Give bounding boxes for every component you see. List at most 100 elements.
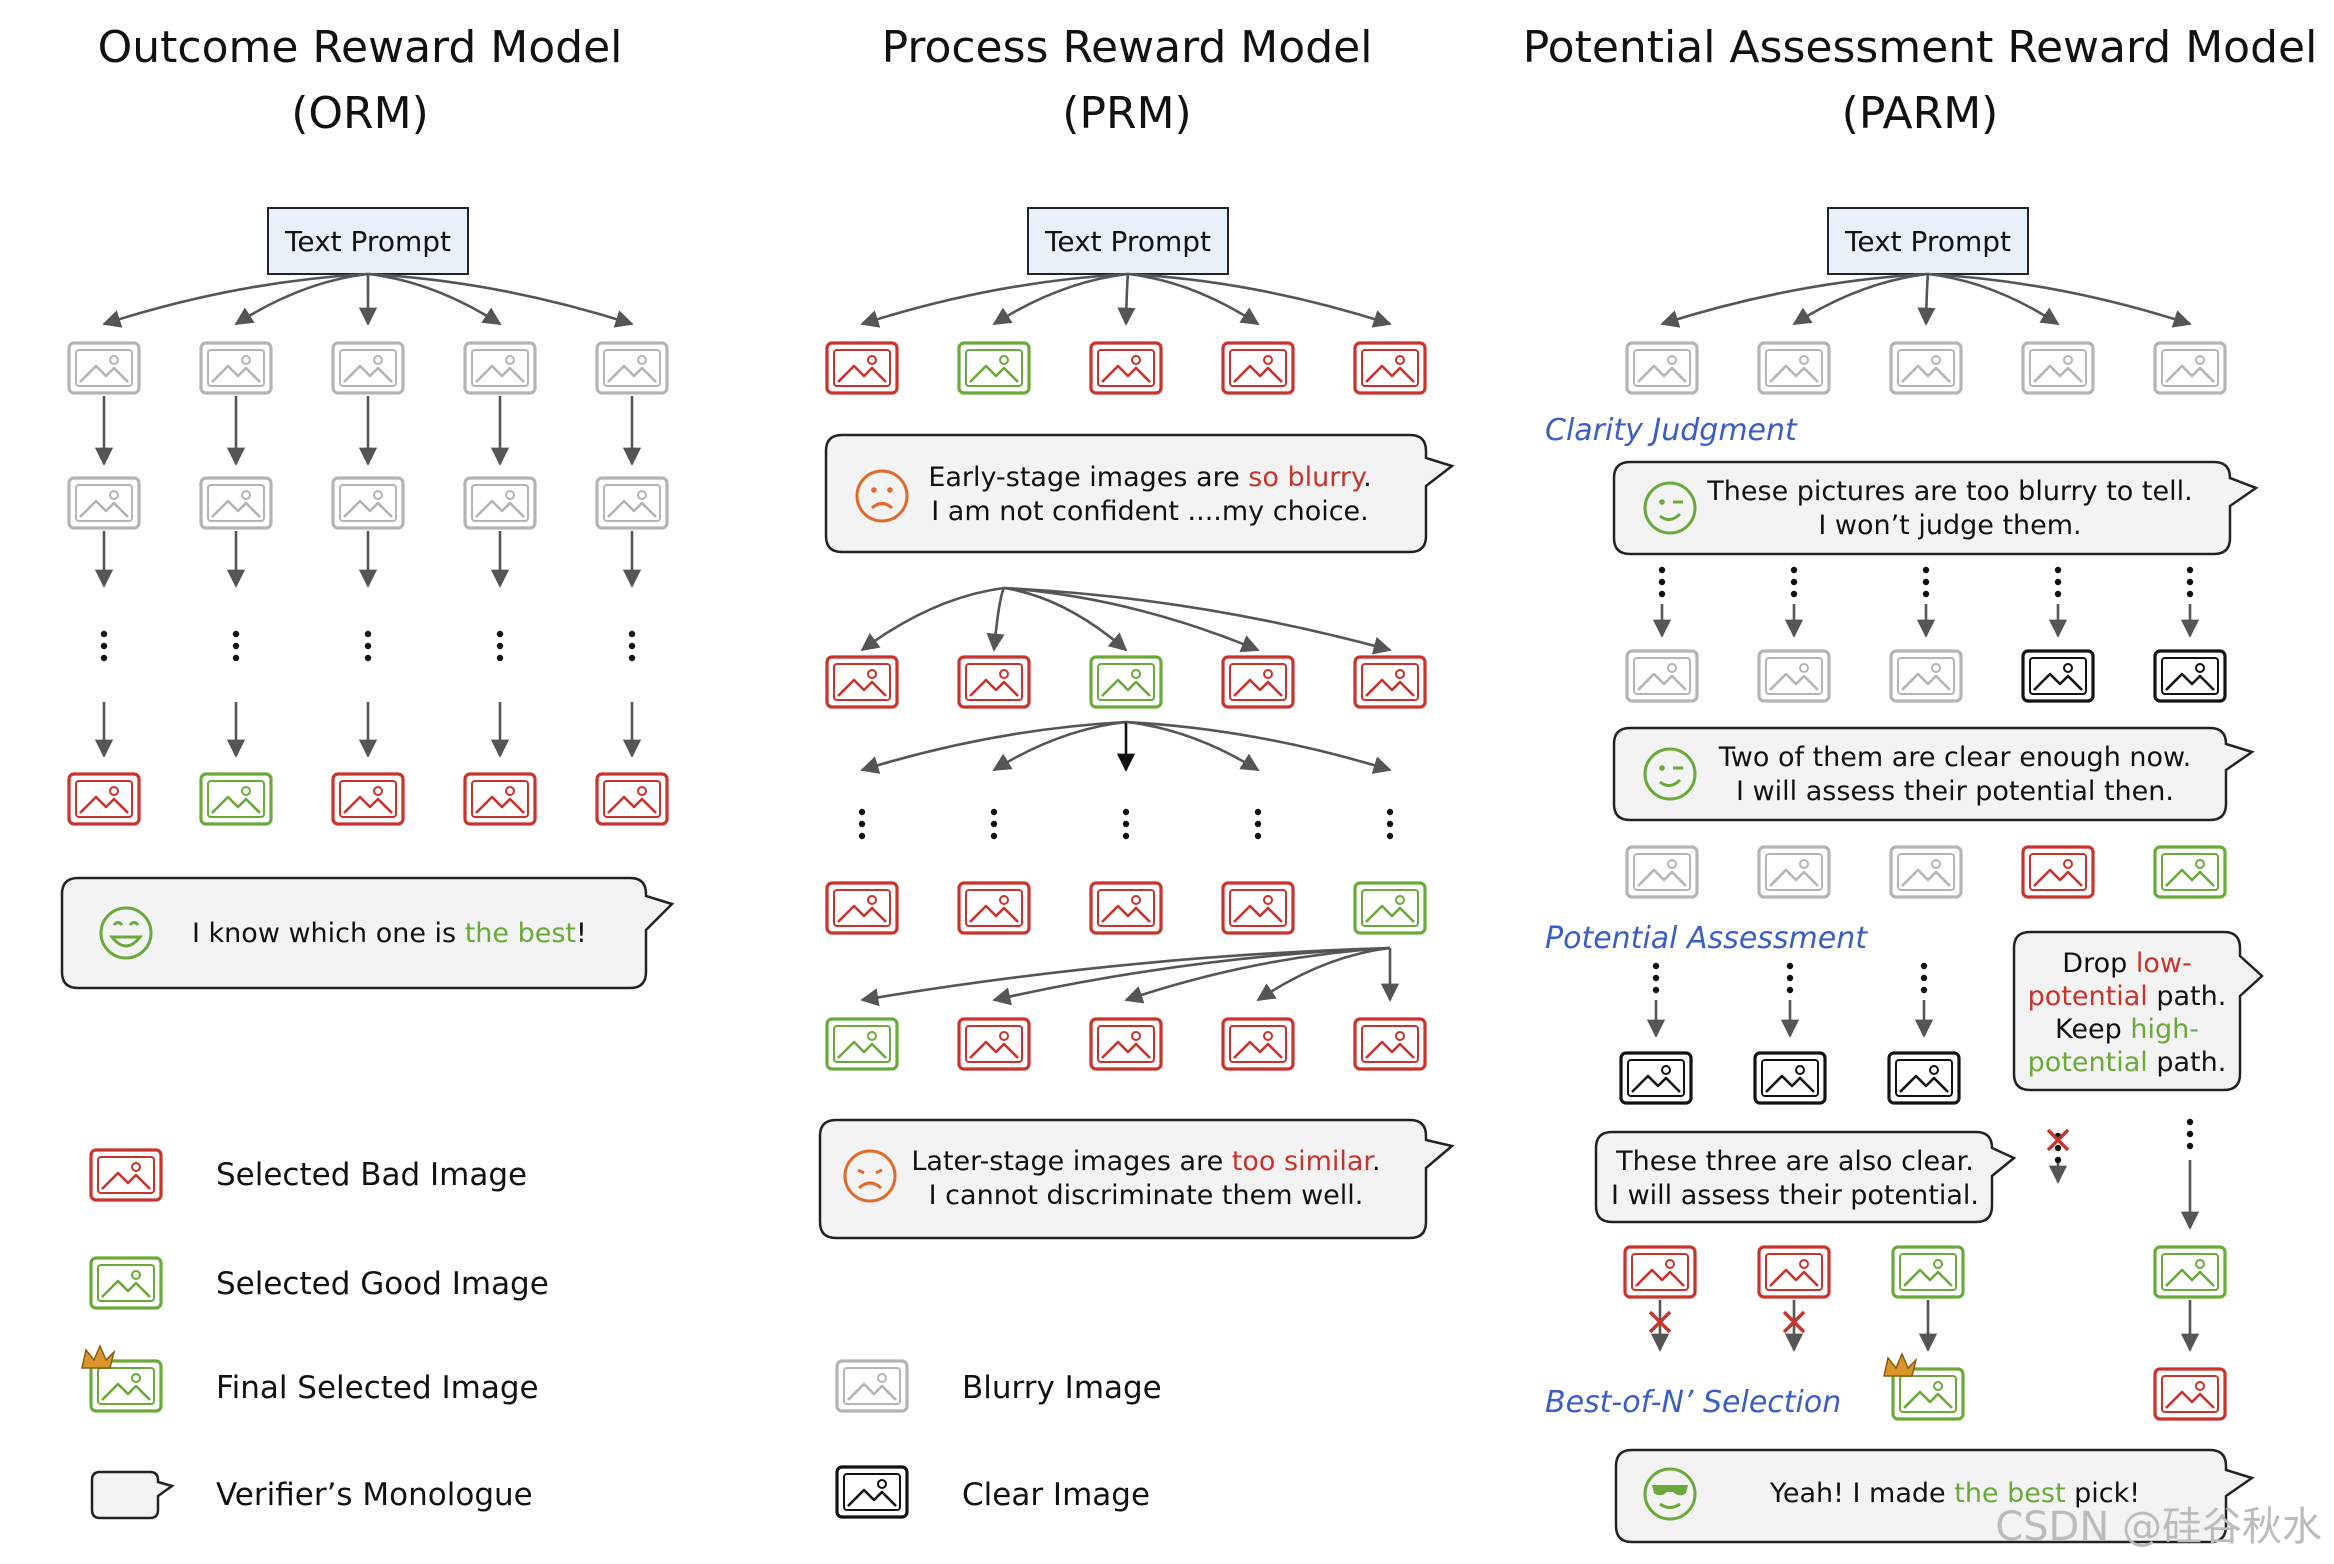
bad-image-icon bbox=[957, 655, 1031, 709]
prm-prompt-label: Text Prompt bbox=[1044, 225, 1211, 258]
legend-bad-label: Selected Bad Image bbox=[216, 1157, 527, 1193]
crown-icon bbox=[1883, 1352, 1918, 1377]
blurry-image-icon bbox=[1625, 649, 1699, 703]
reject-cross-icon bbox=[2046, 1128, 2070, 1152]
good-image-icon bbox=[957, 341, 1031, 395]
blurry-image-icon bbox=[595, 476, 669, 530]
flow-arrows bbox=[94, 272, 2200, 1352]
orm-prompt-label: Text Prompt bbox=[284, 225, 451, 258]
orm-monologue-bubble: I know which one is the best! bbox=[60, 876, 675, 990]
branch-arrow bbox=[1124, 946, 1391, 1004]
blurry-image-icon bbox=[595, 341, 669, 395]
orm-prompt-box: Text Prompt bbox=[267, 207, 469, 275]
branch-arrow bbox=[1927, 272, 2060, 326]
prm-prompt-box: Text Prompt bbox=[1027, 207, 1229, 275]
bad-image-icon bbox=[1221, 1017, 1295, 1071]
bad-image-icon bbox=[1757, 1245, 1831, 1299]
good-image-icon bbox=[89, 1256, 163, 1310]
clear-image-icon bbox=[2153, 649, 2227, 703]
good-image-icon bbox=[825, 1017, 899, 1071]
branch-arrow bbox=[1125, 720, 1260, 772]
bad-image-icon bbox=[1089, 1017, 1163, 1071]
frown-face-icon bbox=[843, 1149, 897, 1203]
blurry-image-icon bbox=[67, 476, 141, 530]
parm-bubble-4-line1: These three are also clear. bbox=[1615, 1146, 1974, 1177]
prm-bubble-1-line1: Early-stage images are so blurry. bbox=[928, 462, 1371, 493]
branch-arrow bbox=[1792, 272, 1929, 326]
good-image-icon bbox=[199, 772, 273, 826]
bad-image-icon bbox=[825, 881, 899, 935]
prm-title-line2: (PRM) bbox=[1062, 88, 1191, 139]
ellipsis-dots bbox=[232, 630, 240, 662]
parm-bubble-5-text: Yeah! I made the best pick! bbox=[1769, 1478, 2140, 1509]
branch-arrow bbox=[1917, 273, 1936, 326]
wink-face-icon bbox=[1643, 747, 1697, 801]
stage-label-clarity: Clarity Judgment bbox=[1545, 413, 1798, 448]
branch-arrow bbox=[1660, 272, 1929, 328]
good-image-icon bbox=[1353, 881, 1427, 935]
ellipsis-dots bbox=[100, 630, 108, 662]
ellipsis-dots bbox=[858, 808, 866, 840]
blurry-image-icon bbox=[463, 341, 537, 395]
ellipsis-dots bbox=[496, 630, 504, 662]
branch-arrow bbox=[992, 946, 1391, 1006]
legend-final-label: Final Selected Image bbox=[216, 1370, 539, 1406]
ellipsis-dots bbox=[2186, 1118, 2194, 1150]
blurry-image-icon bbox=[1757, 341, 1831, 395]
good-image-icon bbox=[1883, 1352, 1965, 1421]
stage-label-potential: Potential Assessment bbox=[1545, 921, 1868, 956]
bad-image-icon bbox=[1089, 341, 1163, 395]
parm-prompt-box: Text Prompt bbox=[1827, 207, 2029, 275]
ellipsis-dots bbox=[1920, 962, 1928, 994]
parm-monologue-bubble-1: These pictures are too blurry to tell. I… bbox=[1612, 460, 2259, 556]
ellipsis-dots bbox=[1122, 808, 1130, 840]
bad-image-icon bbox=[1353, 655, 1427, 709]
parm-bubble-4-line2: I will assess their potential. bbox=[1611, 1180, 1979, 1211]
happy-face-icon bbox=[99, 906, 153, 960]
parm-bubble-2-line1: Two of them are clear enough now. bbox=[1718, 742, 2191, 773]
parm-monologue-bubble-4: These three are also clear. I will asses… bbox=[1594, 1130, 2017, 1224]
ellipsis-dots bbox=[2186, 566, 2194, 598]
blurry-image-icon bbox=[2153, 341, 2227, 395]
bad-image-icon bbox=[957, 881, 1031, 935]
sad-face-icon bbox=[855, 469, 909, 523]
bad-image-icon bbox=[1089, 881, 1163, 935]
bad-image-icon bbox=[2153, 1367, 2227, 1421]
bad-image-icon bbox=[1221, 881, 1295, 935]
ellipsis-dots bbox=[1652, 962, 1660, 994]
prm-bubble-2-line1: Later-stage images are too similar. bbox=[911, 1146, 1380, 1177]
parm-prompt-label: Text Prompt bbox=[1844, 225, 2011, 258]
prm-title: Process Reward Model (PRM) bbox=[882, 22, 1373, 139]
clear-image-icon bbox=[2021, 649, 2095, 703]
bad-image-icon bbox=[2021, 845, 2095, 899]
branch-arrow bbox=[234, 272, 369, 326]
bad-image-icon bbox=[89, 1148, 163, 1202]
parm-bubble-3-line3: Keep high- bbox=[2055, 1014, 2199, 1045]
parm-bubble-1-line2: I won’t judge them. bbox=[1818, 510, 2081, 541]
wink-face-icon bbox=[1643, 481, 1697, 535]
blurry-image-icon bbox=[199, 341, 273, 395]
bad-image-icon bbox=[1221, 655, 1295, 709]
prm-bubble-1-line2: I am not confident ....my choice. bbox=[931, 496, 1369, 527]
branch-arrow bbox=[1117, 273, 1136, 326]
parm-monologue-bubble-5: Yeah! I made the best pick! bbox=[1614, 1448, 2255, 1544]
ellipsis-dots bbox=[1786, 962, 1794, 994]
ellipsis-dots bbox=[1254, 808, 1262, 840]
parm-monologue-bubble-2: Two of them are clear enough now. I will… bbox=[1612, 726, 2255, 822]
ellipsis-dots bbox=[364, 630, 372, 662]
branch-arrow bbox=[1125, 720, 1392, 774]
parm-bubble-3-line1: Drop low- bbox=[2062, 948, 2191, 979]
legend-monologue-icon bbox=[90, 1470, 175, 1520]
orm-title-line1: Outcome Reward Model bbox=[98, 22, 623, 73]
blurry-image-icon bbox=[1625, 341, 1699, 395]
branch-arrow bbox=[860, 586, 1005, 652]
image-nodes bbox=[67, 341, 2227, 1519]
branch-arrow bbox=[860, 720, 1127, 774]
blurry-image-icon bbox=[1757, 649, 1831, 703]
bad-image-icon bbox=[825, 655, 899, 709]
bad-image-icon bbox=[1221, 341, 1295, 395]
blurry-image-icon bbox=[1757, 845, 1831, 899]
blurry-image-icon bbox=[1889, 845, 1963, 899]
blurry-image-icon bbox=[2021, 341, 2095, 395]
prm-monologue-bubble-1: Early-stage images are so blurry. I am n… bbox=[824, 433, 1455, 554]
